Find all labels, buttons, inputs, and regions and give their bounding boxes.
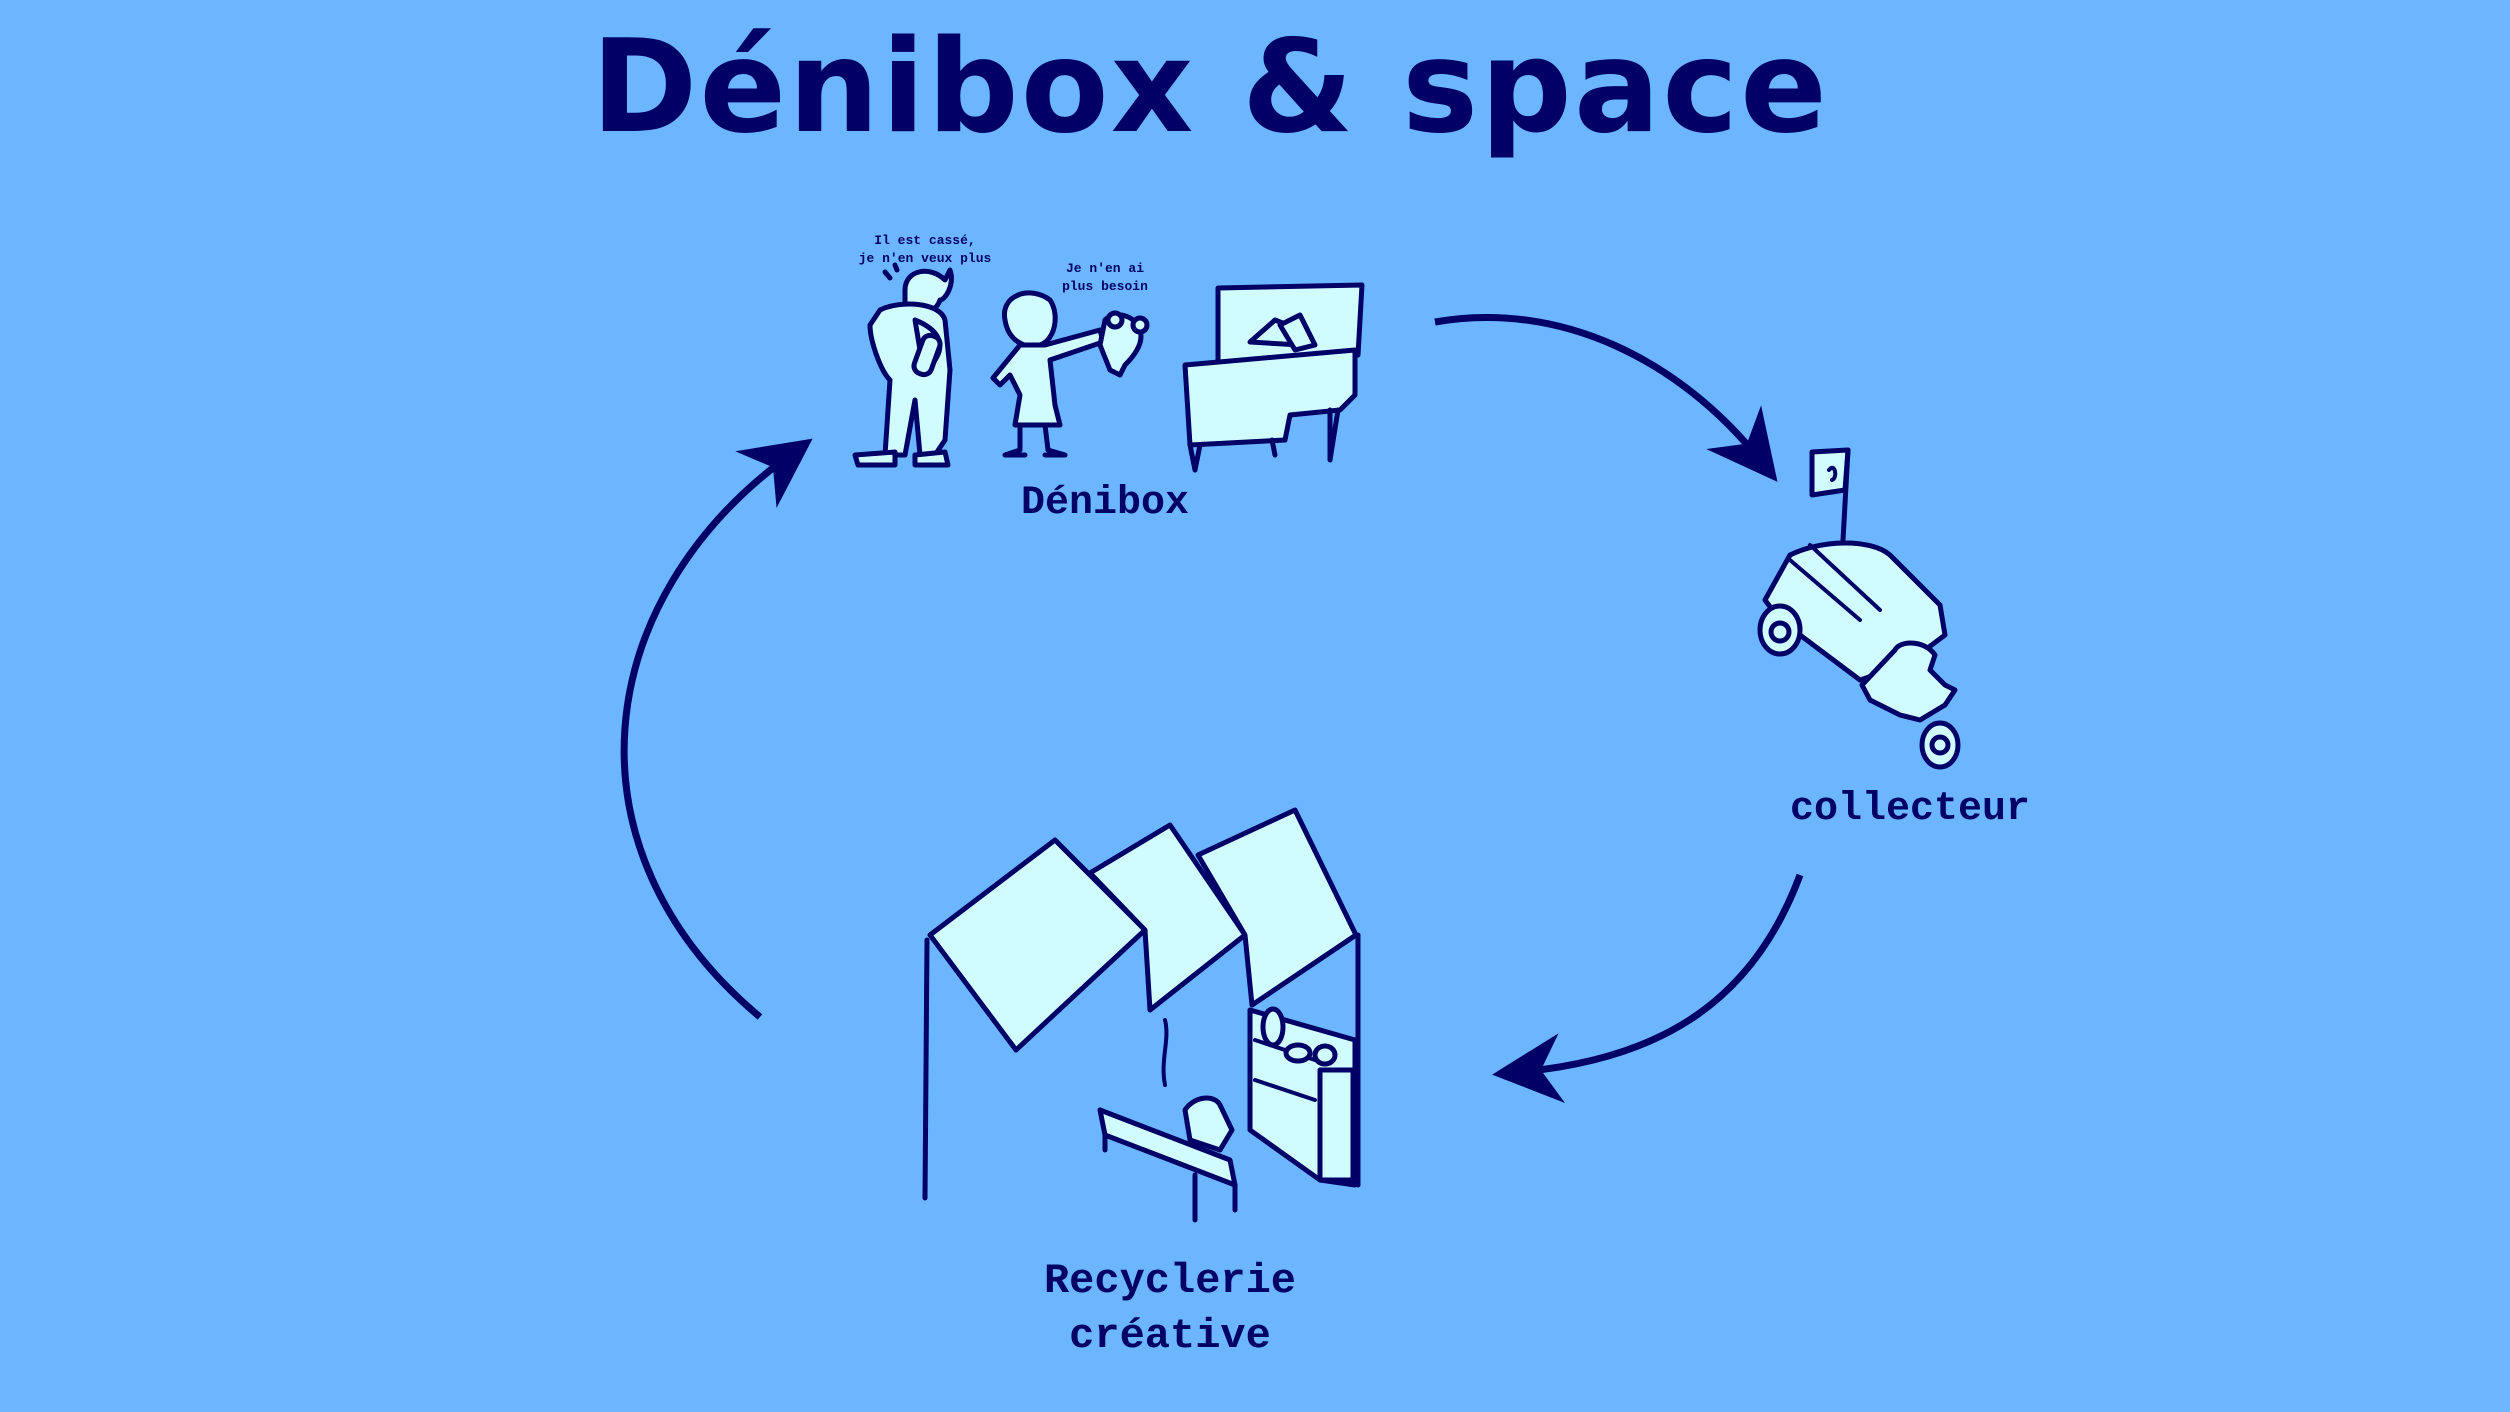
arrow-denibox-to-collecteur [1434, 313, 1778, 482]
stage-label-denibox: Dénibox [1020, 481, 1190, 526]
stage-label-recyclerie: Recyclerie créative [1043, 1257, 1297, 1360]
workshop-building-icon [922, 807, 1361, 1223]
denibox-chest-icon [1182, 282, 1365, 473]
man-with-broken-phone-icon [852, 262, 954, 468]
page-title: Dénibox & space [591, 13, 1829, 162]
arrow-collecteur-to-recyclerie [1492, 873, 1804, 1103]
speech-text-girl: Je n'en ai plus besoin [1062, 261, 1148, 294]
stage-label-collecteur: collecteur [1789, 787, 2031, 832]
cargo-bike-icon [1757, 447, 1961, 770]
arrow-recyclerie-to-denibox [620, 438, 813, 1020]
girl-with-teddy-bear-icon [990, 290, 1150, 458]
speech-text-man: Il est cassé, je n'en veux plus [858, 233, 992, 266]
